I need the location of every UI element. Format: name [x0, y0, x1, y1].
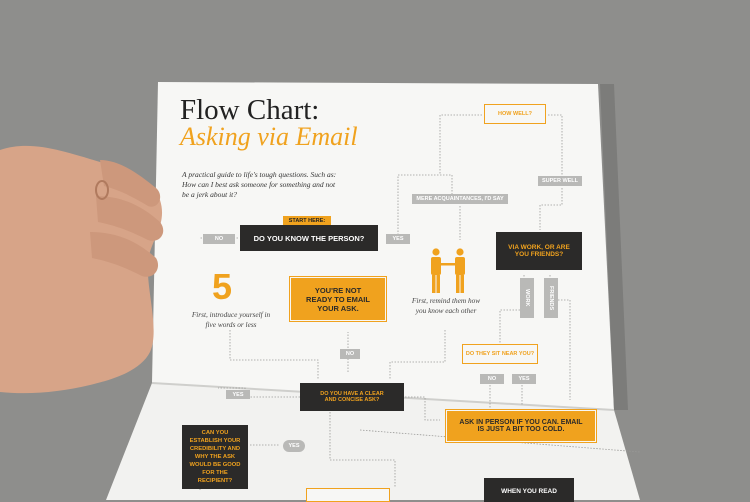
finger-index	[100, 160, 161, 207]
introduce-note: First, introduce yourself in five words …	[191, 310, 271, 329]
five-number: 5	[212, 266, 233, 307]
intro-text: A practical guide to life's tough questi…	[182, 170, 337, 199]
line-clear-left	[218, 387, 300, 398]
yes-label-2: YES	[226, 390, 250, 399]
credibility-box: CAN YOU ESTABLISH YOUR CREDIBILITY AND W…	[182, 425, 248, 489]
line-introduce	[229, 330, 319, 380]
mere-acquaintances-label: MERE ACQUAINTANCES, I'D SAY	[412, 194, 508, 204]
line-clear-down	[329, 412, 396, 488]
how-well-box: HOW WELL?	[484, 104, 546, 124]
super-well-label: SUPER WELL	[538, 176, 582, 186]
line-super-well	[539, 188, 563, 230]
no-label-1: NO	[203, 234, 235, 244]
yes-label-3: YES	[512, 374, 536, 384]
handshake-icon	[431, 248, 465, 293]
not-ready-box: YOU'RE NOT READY TO EMAIL YOUR ASK.	[289, 276, 387, 322]
when-you-read-box: WHEN YOU READ	[484, 478, 574, 502]
line-bottom-long	[359, 429, 641, 453]
title-line-2: Asking via Email	[180, 122, 358, 151]
no-label-3: NO	[480, 374, 504, 384]
yes-label-4: YES	[283, 440, 305, 452]
line-work	[499, 275, 525, 344]
finger-ring	[90, 232, 159, 277]
title-line-1: Flow Chart:	[180, 94, 320, 126]
friends-label: FRIENDS	[544, 278, 558, 318]
page-top	[152, 82, 614, 410]
finger-middle	[96, 196, 164, 241]
start-here-tag: START HERE:	[283, 216, 331, 225]
work-label: WORK	[520, 278, 534, 318]
start-question-box: DO YOU KNOW THE PERSON?	[240, 225, 378, 251]
via-work-box: VIA WORK, OR ARE YOU FRIENDS?	[496, 232, 582, 270]
ring-band	[95, 180, 109, 200]
page-shadow	[600, 84, 628, 410]
sit-near-box: DO THEY SIT NEAR YOU?	[462, 344, 538, 364]
line-remind	[389, 330, 446, 380]
remind-note: First, remind them how you know each oth…	[411, 296, 481, 315]
ask-in-person-box: ASK IN PERSON IF YOU CAN. EMAIL IS JUST …	[445, 409, 597, 443]
no-label-2: NO	[340, 349, 360, 359]
line-yes-up	[397, 174, 453, 238]
line-how-well	[439, 114, 482, 175]
line-yes-right	[405, 396, 440, 421]
yes-label-1: YES	[386, 234, 410, 244]
clear-ask-box: DO YOU HAVE A CLEAR AND CONCISE ASK?	[300, 383, 404, 411]
